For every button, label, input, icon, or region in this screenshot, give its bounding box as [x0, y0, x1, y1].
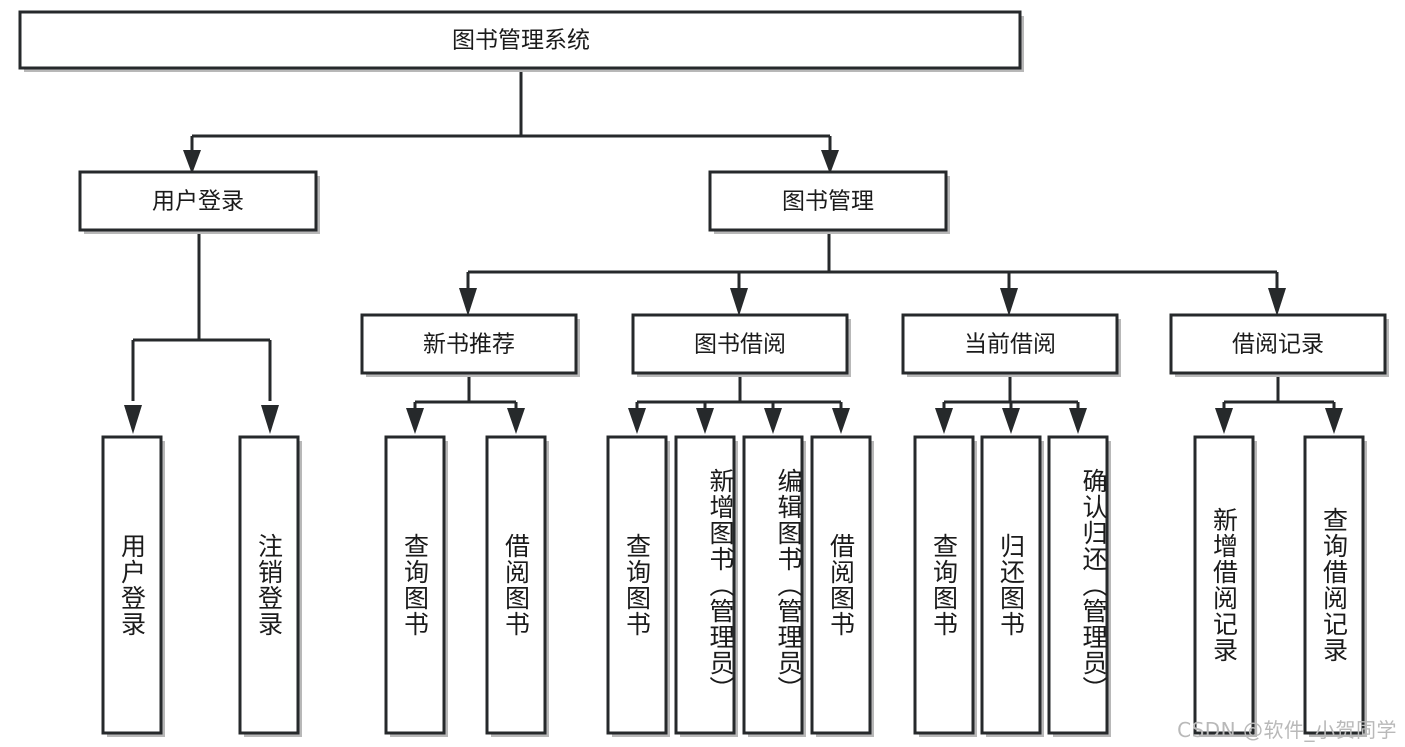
node-new-book[interactable]	[360, 313, 578, 375]
arrow-to-newbook-leaf-1	[406, 408, 424, 434]
node-book-manage[interactable]	[708, 170, 948, 232]
edges-layer	[124, 68, 1343, 434]
leaf-current-borrow-2[interactable]	[980, 435, 1042, 735]
node-root[interactable]	[18, 10, 1022, 70]
arrow-to-newbook-leaf-2	[507, 408, 525, 434]
arrow-to-bookborrow-leaf-2	[696, 408, 714, 434]
arrow-to-new-book	[459, 288, 477, 316]
arrow-to-currentborrow-leaf-1	[935, 408, 953, 434]
arrow-to-borrow-record	[1268, 288, 1286, 316]
node-current-borrow[interactable]	[901, 313, 1119, 375]
arrow-to-borrowrecord-leaf-2	[1325, 408, 1343, 434]
leaf-new-book-1[interactable]	[384, 435, 446, 735]
arrow-to-currentborrow-leaf-2	[1002, 408, 1020, 434]
leaf-new-book-2[interactable]	[485, 435, 547, 735]
leaf-book-borrow-4[interactable]	[810, 435, 872, 735]
leaf-book-borrow-2[interactable]	[674, 435, 736, 735]
arrow-to-bookborrow-leaf-1	[628, 408, 646, 434]
horizontal-labels-layer: 图书管理系统 用户登录 图书管理 新书推荐 图书借阅 当前借阅 借阅记录	[152, 28, 1324, 358]
leaf-current-borrow-1[interactable]	[913, 435, 975, 735]
leaf-current-borrow-3[interactable]	[1047, 435, 1109, 735]
leaf-borrow-record-1[interactable]	[1193, 435, 1255, 735]
arrow-to-book-borrow	[730, 288, 748, 316]
label-current-borrow: 当前借阅	[964, 332, 1056, 358]
arrow-to-user-login	[183, 150, 201, 174]
arrow-to-bookborrow-leaf-3	[764, 408, 782, 434]
arrow-to-logout-leaf	[261, 405, 279, 434]
label-new-book: 新书推荐	[423, 332, 515, 358]
arrow-to-bookborrow-leaf-4	[832, 408, 850, 434]
leaf-borrow-record-2[interactable]	[1303, 435, 1365, 735]
arrow-to-currentborrow-leaf-3	[1069, 408, 1087, 434]
nodes-layer	[18, 10, 1389, 737]
label-book-manage: 图书管理	[782, 189, 874, 215]
leaf-book-borrow-1[interactable]	[606, 435, 668, 735]
label-user-login: 用户登录	[152, 189, 244, 215]
arrow-to-book-manage	[821, 150, 839, 174]
leaf-user-login-2[interactable]	[238, 435, 300, 735]
label-root: 图书管理系统	[452, 28, 590, 54]
leaf-book-borrow-3[interactable]	[742, 435, 804, 735]
node-user-login[interactable]	[78, 170, 318, 232]
label-borrow-record: 借阅记录	[1232, 332, 1324, 358]
arrow-to-borrowrecord-leaf-1	[1215, 408, 1233, 434]
csdn-watermark: CSDN @软件_小贺同学	[1177, 718, 1397, 742]
label-book-borrow: 图书借阅	[694, 332, 786, 358]
leaf-user-login-1[interactable]	[101, 435, 163, 735]
arrow-to-user-login-leaf	[124, 405, 142, 434]
node-book-borrow[interactable]	[631, 313, 849, 375]
arrow-to-current-borrow	[1000, 288, 1018, 316]
node-borrow-record[interactable]	[1169, 313, 1387, 375]
